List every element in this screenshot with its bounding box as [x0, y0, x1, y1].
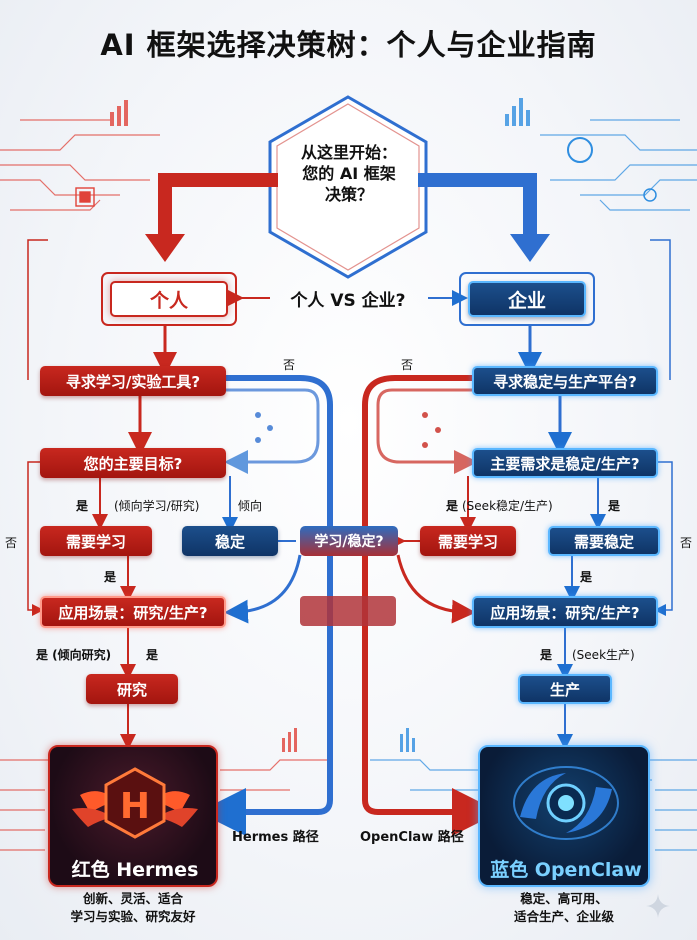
left-yes-research-label: 是 (倾向研究): [36, 648, 112, 662]
hermes-description: 创新、灵活、适合 学习与实验、研究友好: [70, 891, 196, 924]
personal-node[interactable]: 个人: [110, 281, 228, 317]
research-node[interactable]: 研究: [86, 674, 178, 704]
left-no-side-label: 否: [5, 536, 18, 550]
right-seek-prod-label: (Seek生产): [572, 648, 635, 662]
production-node[interactable]: 生产: [518, 674, 612, 704]
start-question: 从这里开始： 您的 AI 框架 决策？: [300, 143, 397, 204]
hermes-name: 红色 Hermes: [71, 859, 199, 881]
openclaw-description: 稳定、高可用、 适合生产、企业级: [513, 891, 614, 924]
left-yes2-label: 是: [104, 570, 117, 584]
right-q1-node[interactable]: 寻求稳定与生产平台?: [472, 366, 658, 396]
hermes-path-label: Hermes 路径: [232, 830, 319, 845]
right-no-side-label: 否: [680, 536, 693, 550]
arrow-to-enterprise: [418, 173, 537, 238]
arrow-to-personal: [158, 173, 278, 238]
openclaw-name: 蓝色 OpenClaw: [490, 859, 642, 881]
bar-decoration-right: [400, 98, 530, 752]
left-tend-learn-label: (倾向学习/研究): [114, 499, 200, 513]
need-stable-node[interactable]: 需要稳定: [548, 526, 660, 556]
right-yes2-label: 是: [580, 570, 593, 584]
enterprise-node[interactable]: 企业: [468, 281, 586, 317]
right-yes3-label: 是: [540, 648, 553, 662]
left-yes-learn-label: 是: [76, 499, 89, 513]
right-q2-node[interactable]: 主要需求是稳定/生产?: [472, 448, 658, 478]
openclaw-path-label: OpenClaw 路径: [360, 830, 464, 845]
sparkle-icon: [646, 894, 670, 918]
left-yes3-label: 是: [146, 648, 159, 662]
hermes-logo-icon: H: [72, 767, 198, 839]
right-seek-stable-label: (Seek稳定/生产): [462, 499, 553, 513]
need-learn-node-right[interactable]: 需要学习: [420, 526, 516, 556]
right-q3-node[interactable]: 应用场景：研究/生产?: [472, 596, 658, 628]
stable-node-left[interactable]: 稳定: [182, 526, 278, 556]
left-no-path: [198, 375, 333, 836]
left-tend-label: 倾向: [238, 499, 263, 513]
left-q3-node[interactable]: 应用场景：研究/生产?: [40, 596, 226, 628]
bar-decoration: [110, 100, 297, 752]
gear-icon-right: [567, 137, 593, 163]
left-q1-node[interactable]: 寻求学习/实验工具?: [40, 366, 226, 396]
right-yes-label-2: 是: [608, 499, 621, 513]
personal-vs-enterprise-question: 个人 VS 企业?: [290, 291, 406, 311]
left-q2-node[interactable]: 您的主要目标?: [40, 448, 226, 478]
circuit-decoration-right: [370, 119, 697, 851]
need-learn-node-left[interactable]: 需要学习: [40, 526, 152, 556]
chip-icon: [75, 187, 95, 207]
left-no-top-label: 否: [283, 358, 296, 372]
page-title: AI 框架选择决策树：个人与企业指南: [100, 28, 597, 62]
right-no-top-label: 否: [401, 358, 414, 372]
openclaw-logo-icon: [513, 766, 619, 840]
learn-or-stable-node[interactable]: 学习/稳定?: [300, 526, 398, 556]
right-yes-label: 是: [446, 499, 459, 513]
openclaw-card[interactable]: 蓝色 OpenClaw: [478, 745, 650, 887]
hermes-logo-letter: H: [120, 786, 150, 827]
hermes-card[interactable]: H 红色 Hermes: [48, 745, 218, 887]
start-hexagon: [268, 95, 428, 279]
